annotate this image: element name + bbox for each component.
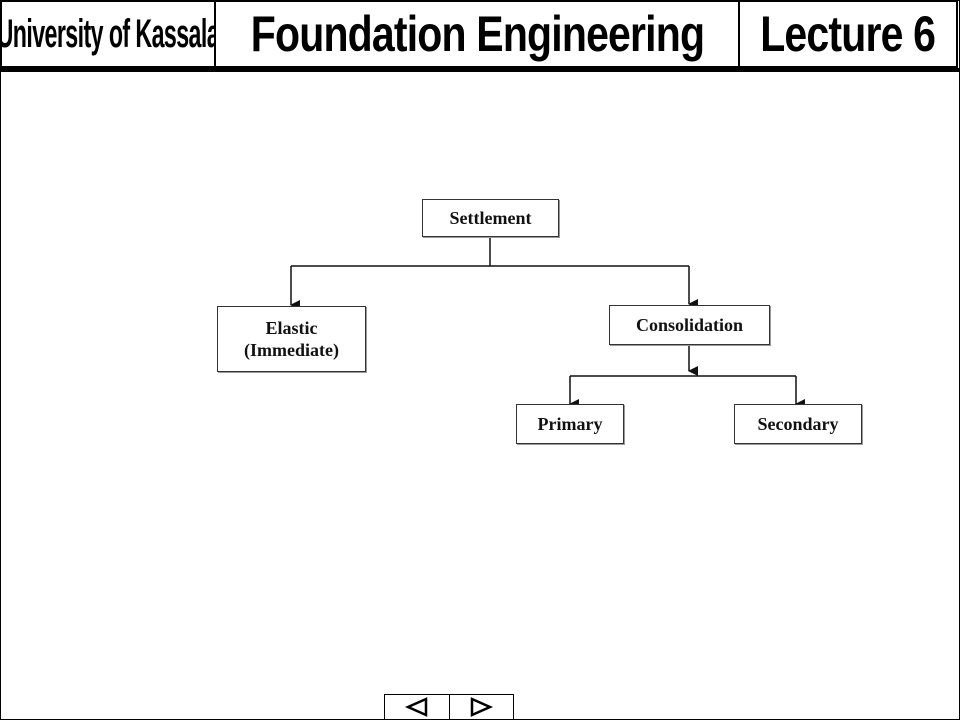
slide-navigation [384,694,514,720]
node-consolidation: Consolidation [609,305,770,345]
left-triangle-icon [404,697,427,717]
university-title: University of Kassala [0,11,216,56]
right-triangle-icon [471,697,494,717]
university-title-box: University of Kassala [0,0,216,68]
node-secondary: Secondary [734,404,862,444]
node-primary: Primary [516,404,624,444]
previous-slide-button[interactable] [385,695,450,719]
course-title: Foundation Engineering [250,6,704,62]
node-elastic-label-line1: Elastic [265,318,318,338]
header-rule [0,68,960,72]
node-secondary-label: Secondary [757,414,839,434]
node-elastic: Elastic (Immediate) [217,306,366,372]
lecture-title: Lecture 6 [760,6,937,62]
course-title-box: Foundation Engineering [214,0,740,68]
node-consolidation-label: Consolidation [635,315,744,335]
lecture-title-box: Lecture 6 [738,0,958,68]
node-primary-label: Primary [537,414,603,434]
node-settlement-label: Settlement [449,208,532,228]
node-settlement: Settlement [422,199,559,237]
next-slide-button[interactable] [449,695,513,719]
node-elastic-label-line2: (Immediate) [244,340,339,360]
